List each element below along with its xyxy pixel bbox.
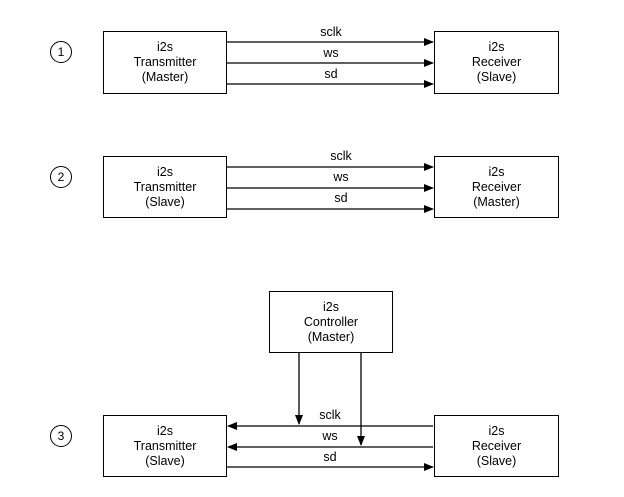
s2-receiver-name: i2s: [488, 164, 505, 179]
s1-transmitter-mode: (Master): [141, 70, 189, 84]
s1-receiver-box: i2s Receiver (Slave): [434, 31, 559, 94]
s3-receiver-name: i2s: [488, 423, 505, 438]
s2-receiver-box: i2s Receiver (Master): [434, 156, 559, 218]
s1-ws-label: ws: [323, 46, 339, 60]
s2-sd-label: sd: [334, 191, 348, 205]
s3-receiver-mode: (Slave): [476, 453, 517, 468]
s1-transmitter-role: Transmitter: [133, 55, 197, 69]
s3-sd-label: sd: [323, 450, 337, 464]
s2-sclk-label: sclk: [330, 149, 352, 163]
s1-receiver-mode: (Slave): [476, 70, 517, 84]
s3-controller-box: i2s Controller (Master): [269, 291, 393, 353]
s2-transmitter-name: i2s: [157, 164, 173, 179]
s2-transmitter-box: i2s Transmitter (Slave): [103, 156, 227, 218]
s1-receiver-role: Receiver: [471, 55, 522, 69]
s3-controller-mode: (Master): [307, 329, 355, 344]
s3-transmitter-mode: (Slave): [145, 453, 185, 468]
s2-ws-label: ws: [333, 170, 349, 184]
s3-ws-label: ws: [322, 429, 338, 443]
s3-sclk-label: sclk: [319, 408, 341, 422]
s3-receiver-box: i2s Receiver (Slave): [434, 415, 559, 477]
s1-sd-label: sd: [324, 67, 338, 81]
s1-transmitter-box: i2s Transmitter (Master): [103, 31, 227, 94]
s1-transmitter-name: i2s: [157, 40, 173, 54]
s1-receiver-name: i2s: [488, 40, 505, 54]
s1-sclk-label: sclk: [320, 25, 342, 39]
s2-transmitter-role: Transmitter: [133, 179, 197, 194]
s3-transmitter-box: i2s Transmitter (Slave): [103, 415, 227, 477]
scenario-3-number: 3: [50, 425, 72, 447]
s3-transmitter-role: Transmitter: [133, 438, 197, 453]
s3-controller-role: Controller: [303, 314, 359, 329]
scenario-1-number: 1: [50, 41, 72, 63]
s3-transmitter-name: i2s: [157, 423, 173, 438]
s2-transmitter-mode: (Slave): [145, 194, 185, 209]
s3-receiver-role: Receiver: [471, 438, 522, 453]
s2-receiver-role: Receiver: [471, 179, 522, 194]
scenario-2-number: 2: [50, 166, 72, 188]
s3-controller-name: i2s: [323, 299, 339, 314]
s2-receiver-mode: (Master): [473, 194, 520, 209]
